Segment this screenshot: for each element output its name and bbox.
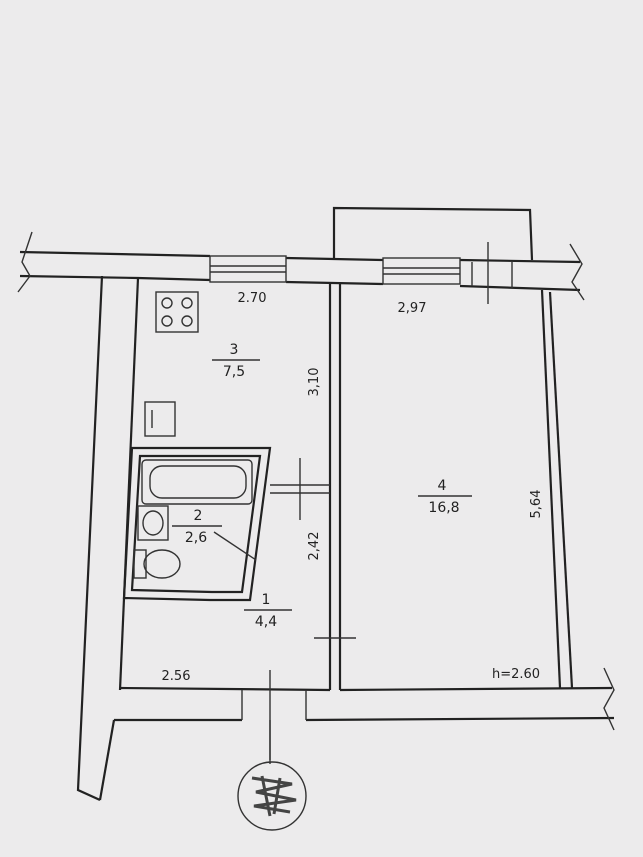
room-3-number: 3 bbox=[230, 342, 239, 358]
room-2-number: 2 bbox=[194, 508, 203, 524]
room-1-area: 4,4 bbox=[255, 614, 277, 630]
right-outer-wall bbox=[548, 291, 574, 689]
window-room bbox=[382, 257, 461, 285]
ceiling-height-label: h=2.60 bbox=[492, 667, 540, 682]
bottom-wall-hall bbox=[119, 686, 331, 692]
break-mark-bottom bbox=[603, 667, 615, 731]
entrance-circle bbox=[237, 761, 307, 831]
bathtub-icon bbox=[141, 459, 253, 505]
dimension-room-depth: 5,64 bbox=[529, 490, 544, 519]
washbasin-icon bbox=[137, 505, 169, 541]
room-2-area: 2,6 bbox=[185, 530, 207, 546]
bottom-outer-wall bbox=[114, 716, 615, 722]
bathroom-wall-outer bbox=[122, 446, 272, 602]
fixtures bbox=[133, 291, 253, 579]
dimension-hall-width: 2.56 bbox=[162, 669, 191, 684]
stove-icon bbox=[155, 291, 199, 333]
bathroom-door bbox=[213, 531, 257, 561]
break-mark-right bbox=[569, 243, 585, 301]
room-1-number: 1 bbox=[262, 592, 271, 608]
scribble-mark bbox=[251, 775, 297, 817]
room-4-area: 16,8 bbox=[428, 500, 459, 516]
balcony-door bbox=[471, 242, 513, 304]
left-outer-wall bbox=[76, 275, 104, 802]
room-3-label: 3 7,5 bbox=[212, 342, 260, 380]
kitchen-door bbox=[270, 458, 330, 520]
window-kitchen bbox=[209, 255, 287, 283]
kitchen-sink-icon bbox=[144, 401, 176, 437]
room-1-label: 1 4,4 bbox=[244, 592, 292, 630]
right-inner-wall bbox=[540, 289, 562, 689]
left-wall-lower bbox=[98, 719, 116, 801]
room-4-label: 4 16,8 bbox=[418, 478, 472, 516]
room-2-label: 2 2,6 bbox=[172, 508, 222, 546]
walls bbox=[17, 206, 615, 802]
dimension-kitchen-depth: 3,10 bbox=[307, 368, 322, 397]
top-right-wall bbox=[459, 258, 581, 292]
balcony-outline bbox=[332, 206, 534, 261]
room-4-number: 4 bbox=[438, 478, 447, 494]
toilet-icon bbox=[133, 549, 181, 579]
break-mark-left bbox=[17, 231, 33, 293]
top-middle-wall bbox=[285, 256, 384, 286]
dimension-room-width: 2,97 bbox=[398, 301, 427, 316]
dimension-hall-depth: 2,42 bbox=[307, 532, 322, 561]
dimension-kitchen-width: 2.70 bbox=[238, 291, 267, 306]
room-3-area: 7,5 bbox=[223, 364, 245, 380]
bottom-wall-room bbox=[339, 686, 613, 692]
entrance-marker bbox=[237, 720, 307, 831]
